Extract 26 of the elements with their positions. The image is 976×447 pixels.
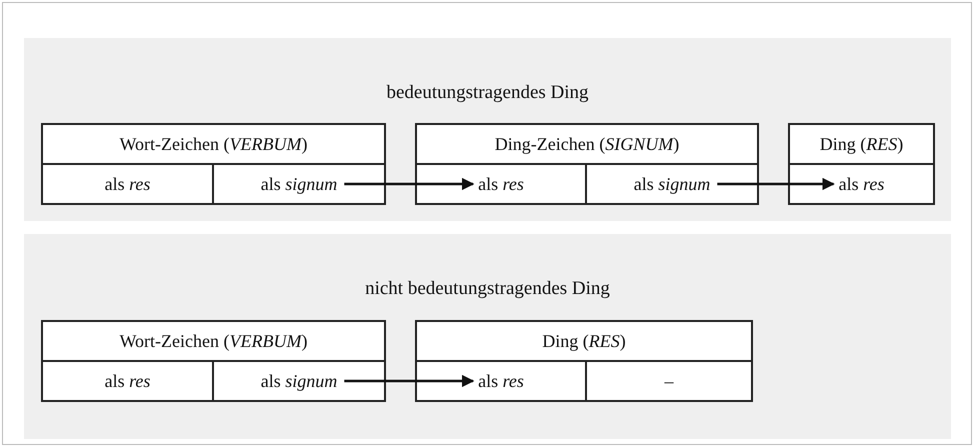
table-heading: Ding (RES) (542, 330, 626, 352)
table-heading: Wort-Zeichen (VERBUM) (120, 134, 308, 154)
sign-table (41, 123, 386, 205)
table-cell: als res (790, 163, 933, 203)
table-heading: Wort-Zeichen (VERBUM) (120, 330, 308, 352)
sign-table (788, 123, 935, 205)
table-cell: als res (417, 163, 585, 203)
table-cell: als signum (585, 163, 757, 203)
table-heading: Ding (RES) (820, 134, 904, 154)
arrow (344, 178, 474, 190)
arrow (344, 374, 474, 388)
panel-title: nicht bedeutungstragendes Ding (365, 278, 610, 299)
arrow (717, 178, 835, 190)
panel-background (24, 38, 951, 221)
sign-table (415, 320, 753, 402)
table-cell: als signum (212, 163, 384, 203)
sign-table (415, 123, 759, 205)
panel-title: bedeutungstragendes Ding (386, 82, 589, 103)
table-cell: als res (43, 163, 212, 203)
panel-background (24, 234, 951, 439)
table-cell: als res (417, 360, 585, 400)
table-cell: als res (43, 360, 212, 400)
table-cell: – (585, 360, 751, 400)
sign-table (41, 320, 386, 402)
table-cell: als signum (212, 360, 384, 400)
table-heading: Ding-Zeichen (SIGNUM) (494, 134, 680, 154)
